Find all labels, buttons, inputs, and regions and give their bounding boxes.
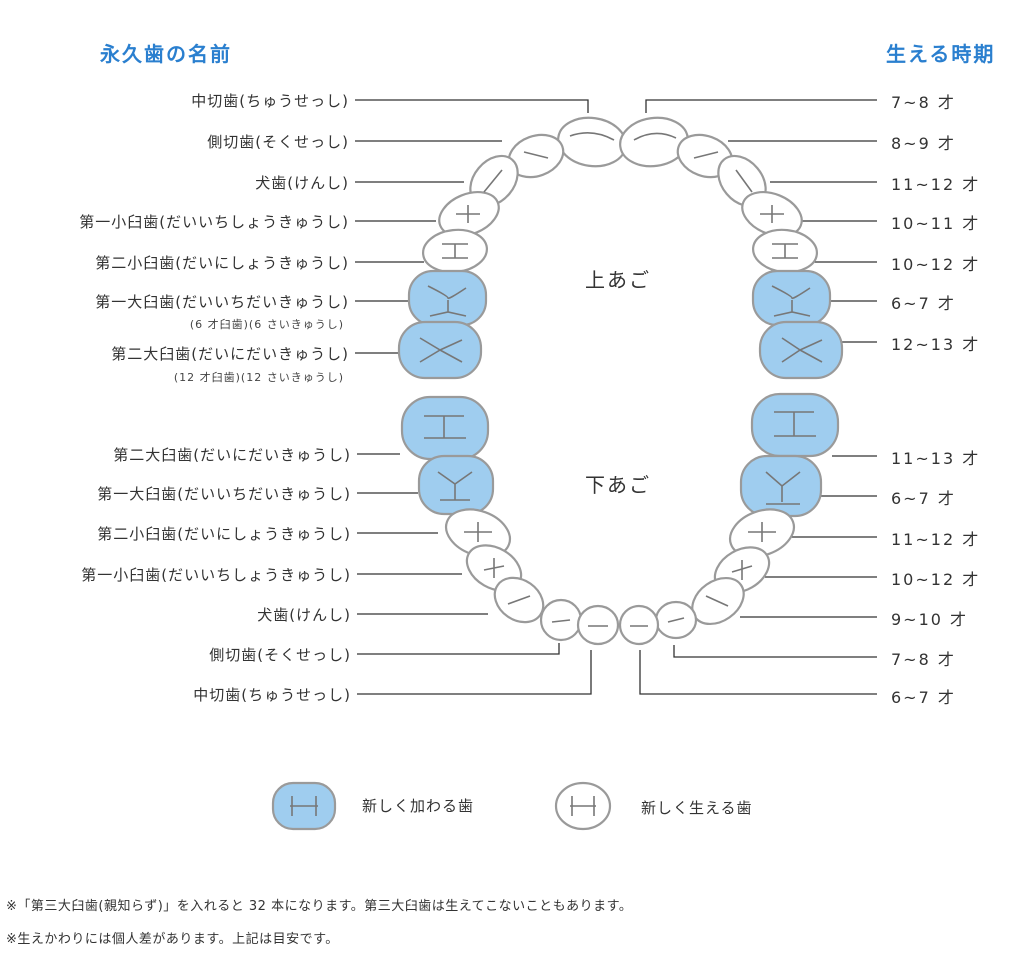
lower-label-first-molar: 第一大臼歯(だいいちだいきゅうし): [97, 485, 351, 503]
upper-age-second-molar: 12~13 才: [891, 335, 981, 354]
upper-label-central-incisor: 中切歯(ちゅうせっし): [191, 92, 349, 110]
lower-teeth: [400, 392, 840, 646]
upper-age-second-premolar: 10~12 才: [891, 255, 981, 274]
lower-right-first-molar: [417, 454, 495, 516]
tooth-grooves: [419, 132, 823, 627]
lower-age-second-molar: 11~13 才: [891, 449, 981, 468]
upper-teeth: [397, 116, 844, 380]
upper-jaw-label: 上あご: [585, 268, 651, 292]
lower-age-first-molar: 6~7 才: [891, 489, 956, 508]
lower-right-central-incisor: [576, 604, 620, 646]
upper-label-second-premolar: 第二小臼歯(だいにしょうきゅうし): [95, 254, 349, 272]
lower-label-first-premolar: 第一小臼歯(だいいちしょうきゅうし): [81, 566, 351, 584]
upper-right-central-incisor: [557, 116, 627, 168]
upper-sublabel-second-molar: (12 才臼歯)(12 さいきゅうし): [173, 371, 344, 384]
lower-label-central-incisor: 中切歯(ちゅうせっし): [193, 686, 351, 704]
upper-label-second-molar: 第二大臼歯(だいにだいきゅうし): [111, 345, 349, 363]
upper-age-lateral-incisor: 8~9 才: [891, 134, 956, 153]
legend-replace-label: 新しく加わる歯: [362, 797, 475, 815]
footnote-individual-difference: ※生えかわりには個人差があります。上記は目安です。: [6, 932, 339, 947]
lower-age-lateral-incisor: 7~8 才: [891, 650, 956, 669]
lower-age-central-incisor: 6~7 才: [891, 688, 956, 707]
upper-label-canine: 犬歯(けんし): [255, 174, 349, 192]
lower-age-second-premolar: 11~12 才: [891, 530, 981, 549]
lower-age-canine: 9~10 才: [891, 610, 969, 629]
upper-age-first-premolar: 10~11 才: [891, 214, 981, 233]
upper-label-lateral-incisor: 側切歯(そくせっし): [207, 133, 349, 151]
lower-label-canine: 犬歯(けんし): [257, 606, 351, 624]
lower-left-central-incisor: [618, 604, 660, 646]
lower-label-second-molar: 第二大臼歯(だいにだいきゅうし): [113, 446, 351, 464]
lower-right-lateral-incisor: [539, 598, 583, 642]
left-heading: 永久歯の名前: [100, 42, 232, 66]
upper-sublabel-first-molar: (6 才臼歯)(6 さいきゅうし): [189, 318, 344, 331]
legend-icons: [271, 781, 612, 831]
leader-lines: [355, 99, 877, 695]
lower-jaw-label: 下あご: [585, 473, 651, 497]
upper-age-central-incisor: 7~8 才: [891, 93, 956, 112]
upper-label-first-molar: 第一大臼歯(だいいちだいきゅうし): [95, 293, 349, 311]
lower-label-second-premolar: 第二小臼歯(だいにしょうきゅうし): [97, 525, 351, 543]
upper-label-first-premolar: 第一小臼歯(だいいちしょうきゅうし): [79, 213, 349, 231]
lower-age-first-premolar: 10~12 才: [891, 570, 981, 589]
lower-label-lateral-incisor: 側切歯(そくせっし): [209, 646, 351, 664]
lower-left-second-molar: [750, 392, 840, 458]
right-heading: 生える時期: [886, 42, 996, 66]
footnote-wisdom-teeth: ※「第三大臼歯(親知らず)」を入れると 32 本になります。第三大臼歯は生えてこ…: [6, 899, 633, 914]
upper-age-canine: 11~12 才: [891, 175, 981, 194]
upper-age-first-molar: 6~7 才: [891, 294, 956, 313]
legend-new-label: 新しく生える歯: [641, 799, 753, 817]
lower-right-second-molar: [400, 395, 490, 461]
